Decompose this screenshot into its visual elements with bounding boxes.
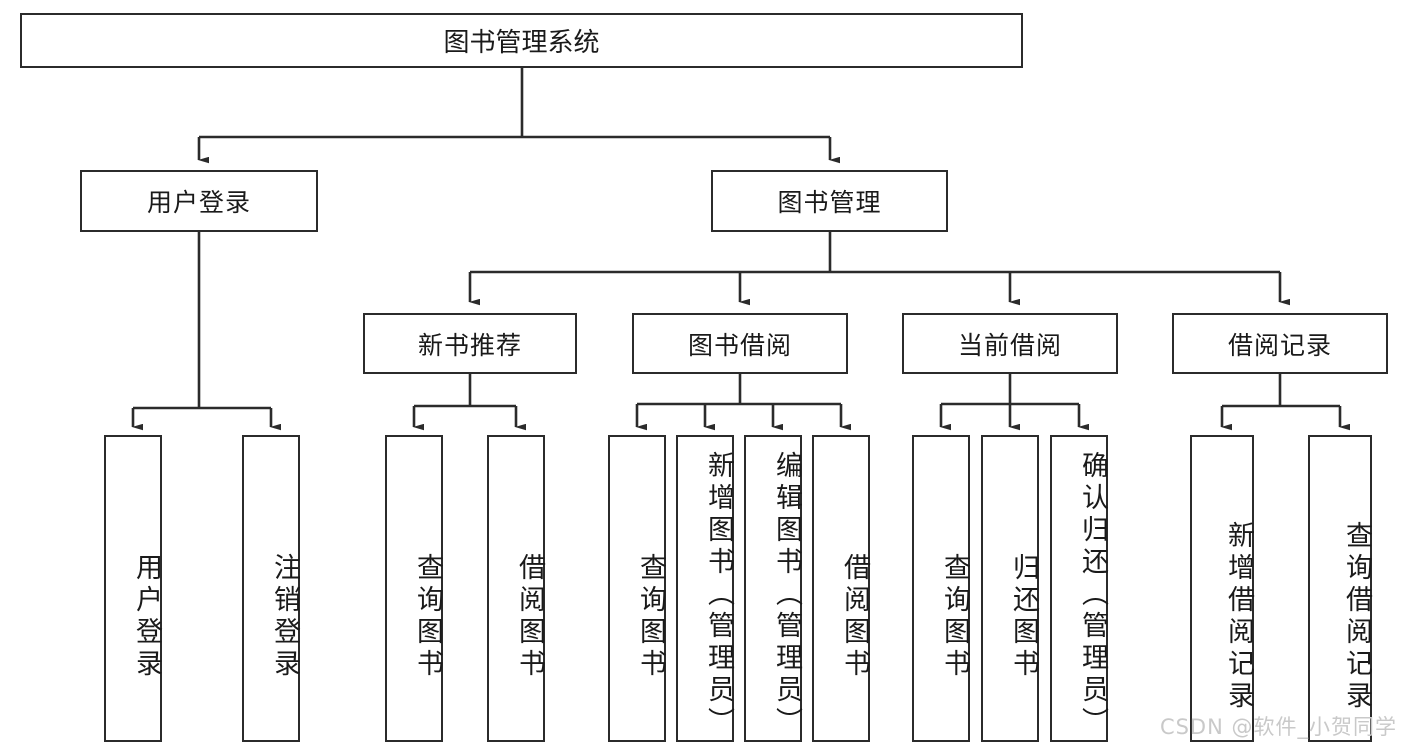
node-borrow-record[interactable]: 借阅记录 <box>1172 313 1388 374</box>
leaf-query-book-borrow[interactable]: 查询图书 <box>608 435 666 742</box>
leaf-user-login[interactable]: 用户登录 <box>104 435 162 742</box>
leaf-borrow-book-recommend[interactable]: 借阅图书 <box>487 435 545 742</box>
node-book-management[interactable]: 图书管理 <box>711 170 948 232</box>
leaf-add-book-admin[interactable]: 新增图书（管理员） <box>676 435 734 742</box>
watermark-label: CSDN @软件_小贺同学 <box>1159 715 1397 739</box>
node-root-system[interactable]: 图书管理系统 <box>20 13 1023 68</box>
leaf-borrow-book[interactable]: 借阅图书 <box>812 435 870 742</box>
leaf-confirm-return-admin[interactable]: 确认归还（管理员） <box>1050 435 1108 742</box>
leaf-return-book[interactable]: 归还图书 <box>981 435 1039 742</box>
leaf-edit-book-admin[interactable]: 编辑图书（管理员） <box>744 435 802 742</box>
leaf-query-borrow-record[interactable]: 查询借阅记录 <box>1308 435 1372 742</box>
leaf-query-book-current[interactable]: 查询图书 <box>912 435 970 742</box>
leaf-query-book-recommend[interactable]: 查询图书 <box>385 435 443 742</box>
node-user-login[interactable]: 用户登录 <box>80 170 318 232</box>
node-current-borrow[interactable]: 当前借阅 <box>902 313 1118 374</box>
node-book-borrow[interactable]: 图书借阅 <box>632 313 848 374</box>
leaf-add-borrow-record[interactable]: 新增借阅记录 <box>1190 435 1254 742</box>
leaf-logout[interactable]: 注销登录 <box>242 435 300 742</box>
node-new-book-recommend[interactable]: 新书推荐 <box>363 313 577 374</box>
